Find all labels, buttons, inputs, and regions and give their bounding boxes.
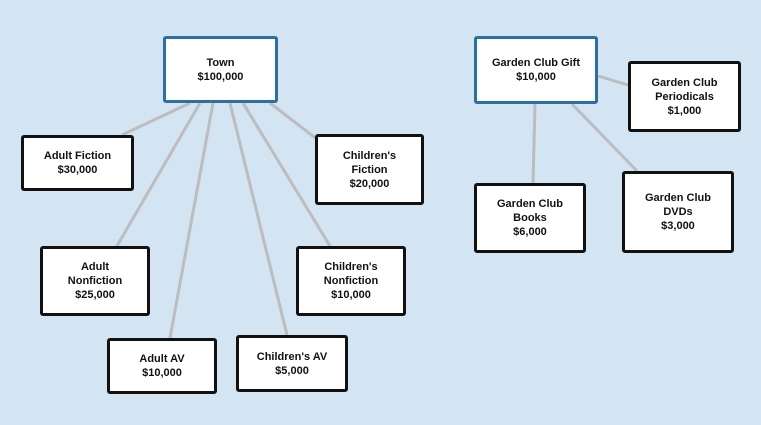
node-label: Adult AV	[139, 353, 185, 365]
node-label: Garden Club	[496, 198, 563, 210]
edge-garden_club_gift-to-garden_club_periodicals	[597, 74, 629, 87]
edge-town-to-adult_av	[168, 102, 215, 339]
node-garden-club-gift: Garden Club Gift $10,000	[474, 36, 598, 104]
node-label: Adult	[80, 261, 110, 273]
node-label: Fiction	[351, 163, 388, 176]
node-amount: $30,000	[57, 164, 98, 176]
edge-town-to-childrens_av	[228, 102, 289, 336]
edge-town-to-adult_nonfiction	[115, 102, 202, 247]
edge-garden_club_gift-to-garden_club_dvds	[570, 102, 639, 173]
node-amount: $1,000	[667, 104, 702, 117]
node-label: Children's AV	[256, 350, 328, 363]
node-amount: $3,000	[661, 220, 695, 232]
node-text: Garden Club Gift $10,000	[492, 56, 580, 84]
node-town: Town$100,000	[163, 36, 278, 103]
node-amount: $20,000	[349, 177, 390, 190]
node-amount: $6,000	[513, 226, 547, 238]
node-label: Garden Club Gift	[492, 57, 580, 69]
node-label: Garden Club	[644, 192, 711, 204]
edge-town-to-childrens_fiction	[269, 101, 319, 142]
edge-town-to-childrens_nonfiction	[241, 102, 332, 247]
node-text: Adult Fiction $30,000	[44, 149, 111, 177]
node-label: Garden Club	[651, 76, 718, 89]
node-label: Periodicals	[655, 90, 714, 103]
node-text: Town$100,000	[198, 56, 244, 84]
node-label: Nonfiction	[67, 275, 123, 287]
edge-town-to-adult_fiction	[121, 101, 191, 137]
node-label: Adult Fiction	[43, 150, 112, 162]
node-amount: $100,000	[197, 70, 244, 83]
edge-garden_club_gift-to-garden_club_books	[531, 103, 537, 184]
node-text: Adult AV $10,000	[139, 352, 184, 380]
node-label: Nonfiction	[323, 275, 379, 287]
node-label: DVDs	[663, 206, 693, 218]
node-amount: $10,000	[142, 367, 182, 379]
node-adult-fiction: Adult Fiction $30,000	[21, 135, 134, 191]
node-adult-av: Adult AV $10,000	[107, 338, 217, 394]
node-amount: $10,000	[516, 71, 556, 83]
node-label: Books	[513, 212, 547, 224]
node-label: Children's	[342, 149, 397, 162]
node-amount: $5,000	[275, 364, 309, 377]
node-label: Children's	[324, 261, 378, 273]
node-label: Town	[206, 56, 235, 69]
node-amount: $25,000	[75, 289, 115, 301]
node-amount: $10,000	[331, 289, 371, 301]
node-text: Children's AV$5,000	[257, 350, 327, 378]
node-childrens-av: Children's AV$5,000	[236, 335, 348, 392]
